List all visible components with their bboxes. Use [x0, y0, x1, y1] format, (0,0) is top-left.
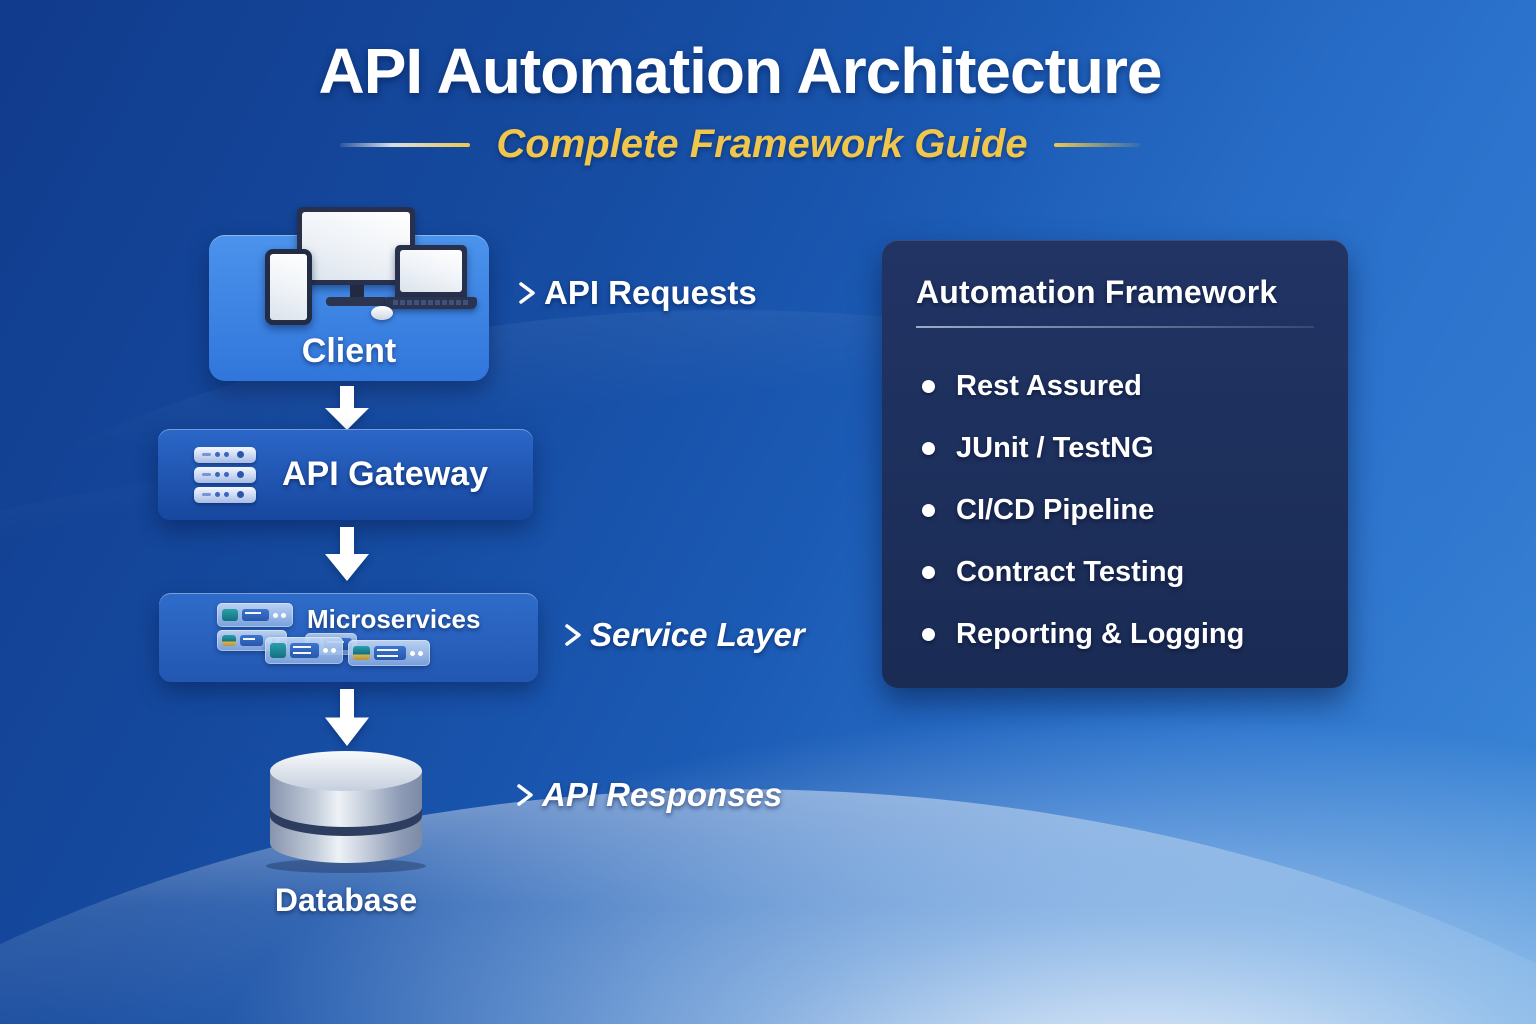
annotation-api-responses: API Responses — [428, 776, 782, 814]
page-subtitle: Complete Framework Guide — [496, 122, 1028, 166]
framework-item: CI/CD Pipeline — [922, 492, 1314, 528]
annotation-service-layer: Service Layer — [540, 616, 805, 654]
devices-icon — [225, 207, 477, 327]
automation-framework-panel: Automation Framework Rest Assured JUnit … — [882, 240, 1348, 688]
bullet-dot-icon — [922, 503, 935, 517]
monitor-stand — [350, 285, 364, 298]
arrow-right-icon — [540, 622, 582, 648]
server-stack-icon — [194, 446, 256, 503]
api-gateway-label: API Gateway — [282, 455, 488, 493]
subtitle-dash-left — [340, 142, 471, 147]
tablet-icon — [265, 249, 312, 325]
framework-list: Rest Assured JUnit / TestNG CI/CD Pipeli… — [916, 368, 1314, 652]
database-label: Database — [274, 882, 418, 918]
framework-item: JUnit / TestNG — [922, 430, 1314, 466]
panel-title: Automation Framework — [916, 274, 1278, 310]
laptop-base — [385, 297, 477, 309]
monitor-base — [326, 297, 388, 306]
arrow-down-icon — [325, 386, 369, 430]
bullet-dot-icon — [922, 627, 935, 641]
page-title: API Automation Architecture — [318, 35, 1163, 107]
header: API Automation Architecture Complete Fra… — [0, 34, 1480, 167]
service-chip-icon — [265, 637, 343, 664]
arrow-right-icon — [488, 280, 536, 306]
arrow-right-icon — [428, 782, 534, 808]
service-chip-icon — [348, 640, 430, 666]
panel-divider — [916, 326, 1314, 328]
framework-item: Rest Assured — [922, 368, 1314, 404]
service-layer-label: Service Layer — [590, 616, 805, 653]
framework-item: Reporting & Logging — [922, 616, 1314, 652]
arrow-down-icon — [325, 689, 369, 746]
laptop-icon — [395, 245, 467, 297]
mouse-icon — [371, 306, 393, 320]
client-label: Client — [301, 332, 397, 370]
service-chip-icon — [217, 603, 293, 627]
client-node: Client — [209, 207, 489, 381]
annotation-api-requests: API Requests — [488, 274, 757, 312]
api-responses-label: API Responses — [542, 776, 783, 813]
microservices-node: Microservices — [159, 593, 538, 682]
microservices-label: Microservices — [307, 604, 481, 634]
subtitle-dash-right — [1053, 142, 1140, 147]
api-requests-label: API Requests — [544, 274, 757, 311]
bullet-dot-icon — [922, 565, 935, 579]
subtitle-row: Complete Framework Guide — [0, 122, 1480, 167]
bullet-dot-icon — [922, 379, 935, 393]
api-gateway-node: API Gateway — [158, 429, 533, 520]
arrow-down-icon — [325, 527, 369, 581]
database-cylinder-icon — [264, 743, 428, 875]
bullet-dot-icon — [922, 441, 935, 455]
framework-item: Contract Testing — [922, 554, 1314, 590]
